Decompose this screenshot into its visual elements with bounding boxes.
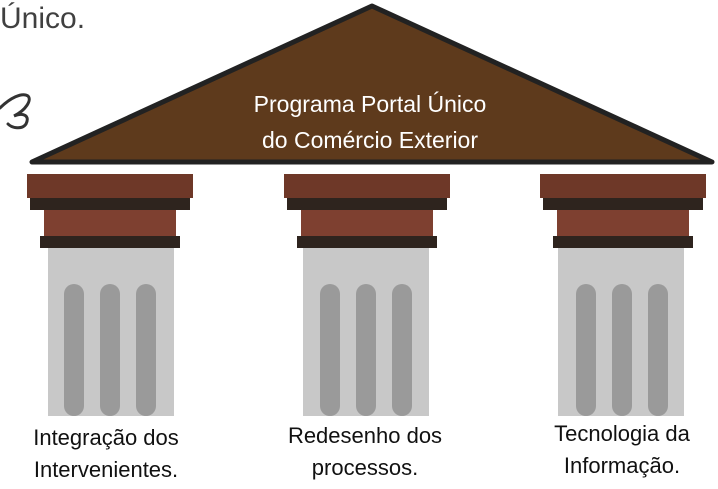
pillar-3-flute-1: [576, 284, 596, 416]
pillar-1-caption: Integração dos Intervenientes.: [6, 422, 206, 486]
pillar-1-band-top: [30, 198, 190, 210]
pillar-1-capital-top: [27, 174, 193, 198]
roof-label-line-1: Programa Portal Único: [253, 91, 487, 117]
roof-label-line-2: do Comércio Exterior: [261, 127, 479, 153]
pillar-2-caption-line-1: Redesenho dos: [287, 423, 443, 448]
pillar-3-band-top: [543, 198, 703, 210]
pillar-3-capital-mid: [557, 210, 689, 238]
pillar-1-caption-line-2: Intervenientes.: [33, 457, 179, 482]
roof-pediment: [29, 3, 715, 165]
pillar-1: [27, 174, 193, 416]
pillar-2-caption: Redesenho dos processos.: [265, 420, 465, 484]
pillar-3: [540, 174, 706, 416]
pillar-3-caption-line-2: Informação.: [563, 453, 681, 478]
pillar-2: [284, 174, 450, 416]
roof-label: Programa Portal Único do Comércio Exteri…: [200, 86, 540, 158]
pillar-1-flute-3: [136, 284, 156, 416]
pillar-1-flute-1: [64, 284, 84, 416]
pillar-1-caption-line-1: Integração dos: [33, 425, 179, 450]
pillar-3-capital-top: [540, 174, 706, 198]
pillar-2-band-bottom: [297, 236, 437, 248]
pillar-3-flute-3: [648, 284, 668, 416]
cut-off-heading-text: Único.: [0, 2, 86, 35]
pillar-2-capital-mid: [301, 210, 433, 238]
pillar-2-capital-top: [284, 174, 450, 198]
pillar-2-band-top: [287, 198, 447, 210]
pillar-2-caption-line-2: processos.: [311, 455, 419, 480]
pillar-2-flute-2: [356, 284, 376, 416]
pillar-3-band-bottom: [553, 236, 693, 248]
pillar-3-flute-2: [612, 284, 632, 416]
pillar-2-flute-3: [392, 284, 412, 416]
pillar-1-band-bottom: [40, 236, 180, 248]
pillar-1-capital-mid: [44, 210, 176, 238]
scribble-decoration: [0, 93, 31, 130]
pillar-3-caption: Tecnologia da Informação.: [522, 418, 718, 482]
pillar-1-flute-2: [100, 284, 120, 416]
pillar-3-caption-line-1: Tecnologia da: [554, 421, 690, 446]
pillar-2-flute-1: [320, 284, 340, 416]
